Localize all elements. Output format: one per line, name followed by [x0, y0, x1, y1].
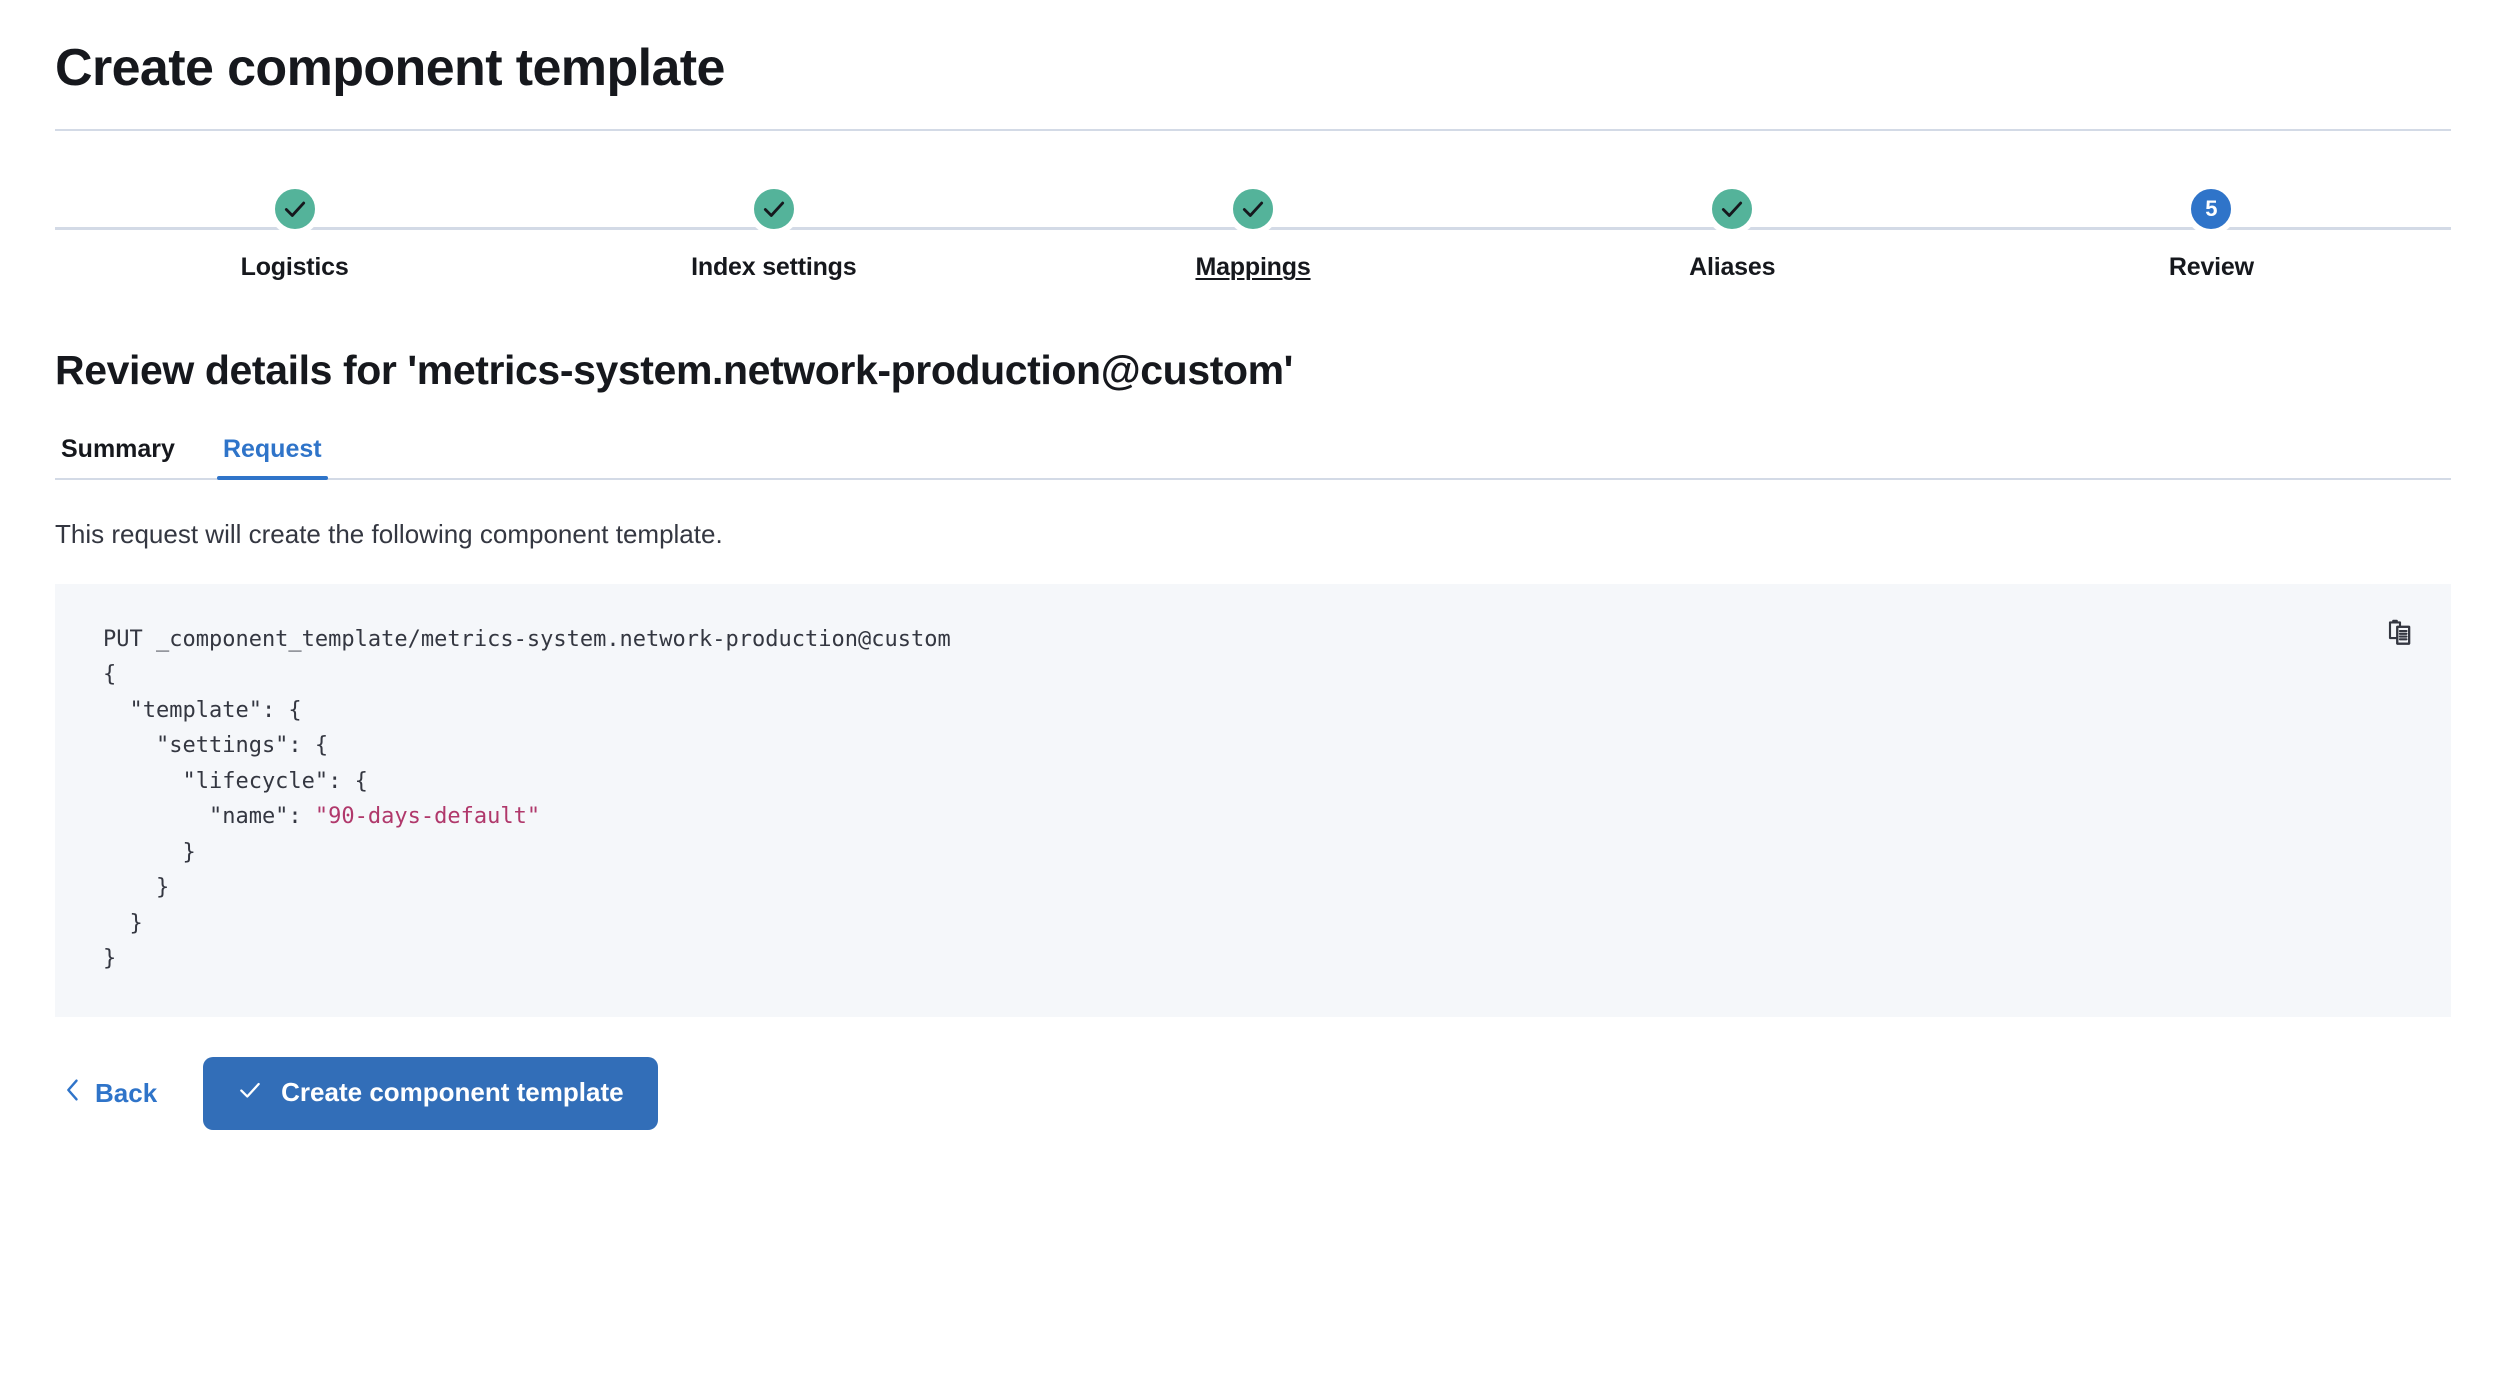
create-component-template-label: Create component template: [281, 1077, 624, 1108]
check-icon: [282, 196, 308, 222]
request-body-line: }: [103, 910, 143, 936]
back-button[interactable]: Back: [55, 1066, 165, 1121]
request-body-line: }: [103, 875, 170, 901]
request-description: This request will create the following c…: [55, 518, 723, 549]
copy-clipboard-icon: [2385, 618, 2415, 651]
request-body-line: {: [103, 662, 117, 688]
title-divider: [55, 129, 2451, 132]
copy-to-clipboard-button[interactable]: [2377, 612, 2423, 658]
request-code-block: PUT _component_template/metrics-system.n…: [55, 583, 2451, 1017]
stepper-step-mappings[interactable]: Mappings: [1013, 183, 1492, 282]
request-body-line: }: [103, 946, 117, 972]
wizard-stepper: Logistics Index settings Mappings: [55, 183, 2451, 282]
stepper-step-label: Index settings: [691, 253, 857, 282]
stepper-step-review[interactable]: 5 Review: [1972, 183, 2451, 282]
request-body-line: "settings": {: [103, 733, 329, 759]
stepper-step-logistics[interactable]: Logistics: [55, 183, 534, 282]
stepper-step-label: Mappings: [1195, 253, 1311, 282]
request-body-line: "lifecycle": {: [103, 768, 368, 794]
chevron-left-icon: [63, 1076, 83, 1111]
stepper-step-index-settings[interactable]: Index settings: [534, 183, 1013, 282]
request-method-line: PUT _component_template/metrics-system.n…: [103, 626, 951, 652]
request-body-line: }: [103, 839, 196, 865]
check-icon: [237, 1077, 263, 1110]
tab-summary[interactable]: Summary: [55, 434, 181, 478]
check-icon: [1719, 196, 1745, 222]
review-tabs: Summary Request: [55, 434, 2451, 480]
step-status-circle: [1227, 183, 1279, 236]
review-heading: Review details for 'metrics-system.netwo…: [55, 347, 1294, 394]
page-title: Create component template: [55, 39, 725, 97]
stepper-step-aliases[interactable]: Aliases: [1493, 183, 1972, 282]
step-status-circle: [1706, 183, 1759, 236]
check-icon: [1240, 196, 1266, 222]
check-icon: [761, 196, 787, 222]
step-status-circle: [747, 183, 800, 236]
back-button-label: Back: [95, 1077, 158, 1108]
stepper-step-label: Aliases: [1689, 253, 1776, 282]
step-status-circle: [268, 183, 321, 236]
request-body-line-value: "90-days-default": [314, 804, 541, 830]
step-number: 5: [2205, 196, 2218, 222]
wizard-footer: Back Create component template: [55, 1056, 2451, 1130]
request-code: PUT _component_template/metrics-system.n…: [103, 622, 2403, 977]
tab-request[interactable]: Request: [216, 434, 328, 480]
create-component-template-button[interactable]: Create component template: [203, 1056, 658, 1130]
request-body-line-key: "name":: [103, 804, 315, 830]
stepper-step-label: Logistics: [240, 253, 349, 282]
stepper-step-label: Review: [2168, 253, 2254, 282]
step-status-circle: 5: [2185, 183, 2238, 236]
request-body-line: "template": {: [103, 697, 302, 723]
